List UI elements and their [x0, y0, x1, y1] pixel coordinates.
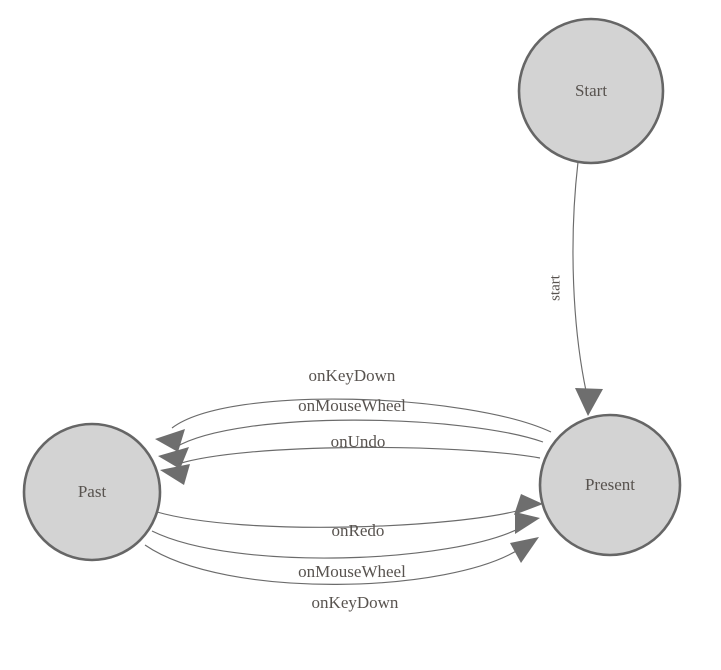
edge-path-present-to-past-2	[175, 419, 544, 448]
node-start-circle	[517, 17, 665, 165]
edge-label-past-to-present-onredo: onRedo	[332, 521, 385, 540]
arrow-head-past-to-present-1	[514, 494, 543, 515]
edge-group-past-to-present-onkeydown[interactable]	[144, 537, 539, 585]
arrow-head-present-to-past-3	[160, 464, 190, 485]
edge-label-past-to-present-onmousewheel: onMouseWheel	[298, 562, 406, 581]
edge-path-present-to-past-3	[177, 446, 541, 465]
edge-path-present-to-past-1	[171, 398, 552, 433]
edge-path-past-to-present-3	[144, 544, 522, 585]
edge-group-past-to-present-onmousewheel[interactable]	[151, 512, 540, 559]
node-past[interactable]: Past	[22, 422, 162, 562]
edge-label-past-to-present-onkeydown: onKeyDown	[312, 593, 399, 612]
node-past-circle	[22, 422, 162, 562]
edge-label-present-to-past-onkeydown: onKeyDown	[309, 366, 396, 385]
edge-path-past-to-present-1	[156, 508, 525, 528]
node-start[interactable]: Start	[517, 17, 665, 165]
arrow-head-present-to-past-1	[155, 429, 185, 452]
edge-group-start-to-present[interactable]	[572, 161, 603, 416]
edge-group-past-to-present-onredo[interactable]	[156, 494, 543, 528]
arrow-head-start-to-present	[575, 388, 603, 416]
arrow-head-past-to-present-3	[510, 537, 539, 563]
arrow-head-past-to-present-2	[515, 512, 540, 534]
edge-path-past-to-present-2	[151, 526, 523, 559]
edge-group-present-to-past-onundo[interactable]	[160, 446, 541, 485]
edge-label-start: start	[547, 274, 563, 301]
edge-label-present-to-past-onmousewheel: onMouseWheel	[298, 396, 406, 415]
edge-label-present-to-past-onundo: onUndo	[331, 432, 386, 451]
node-present[interactable]: Present	[538, 413, 682, 557]
edge-path-start-to-present	[572, 161, 589, 401]
node-present-circle	[538, 413, 682, 557]
